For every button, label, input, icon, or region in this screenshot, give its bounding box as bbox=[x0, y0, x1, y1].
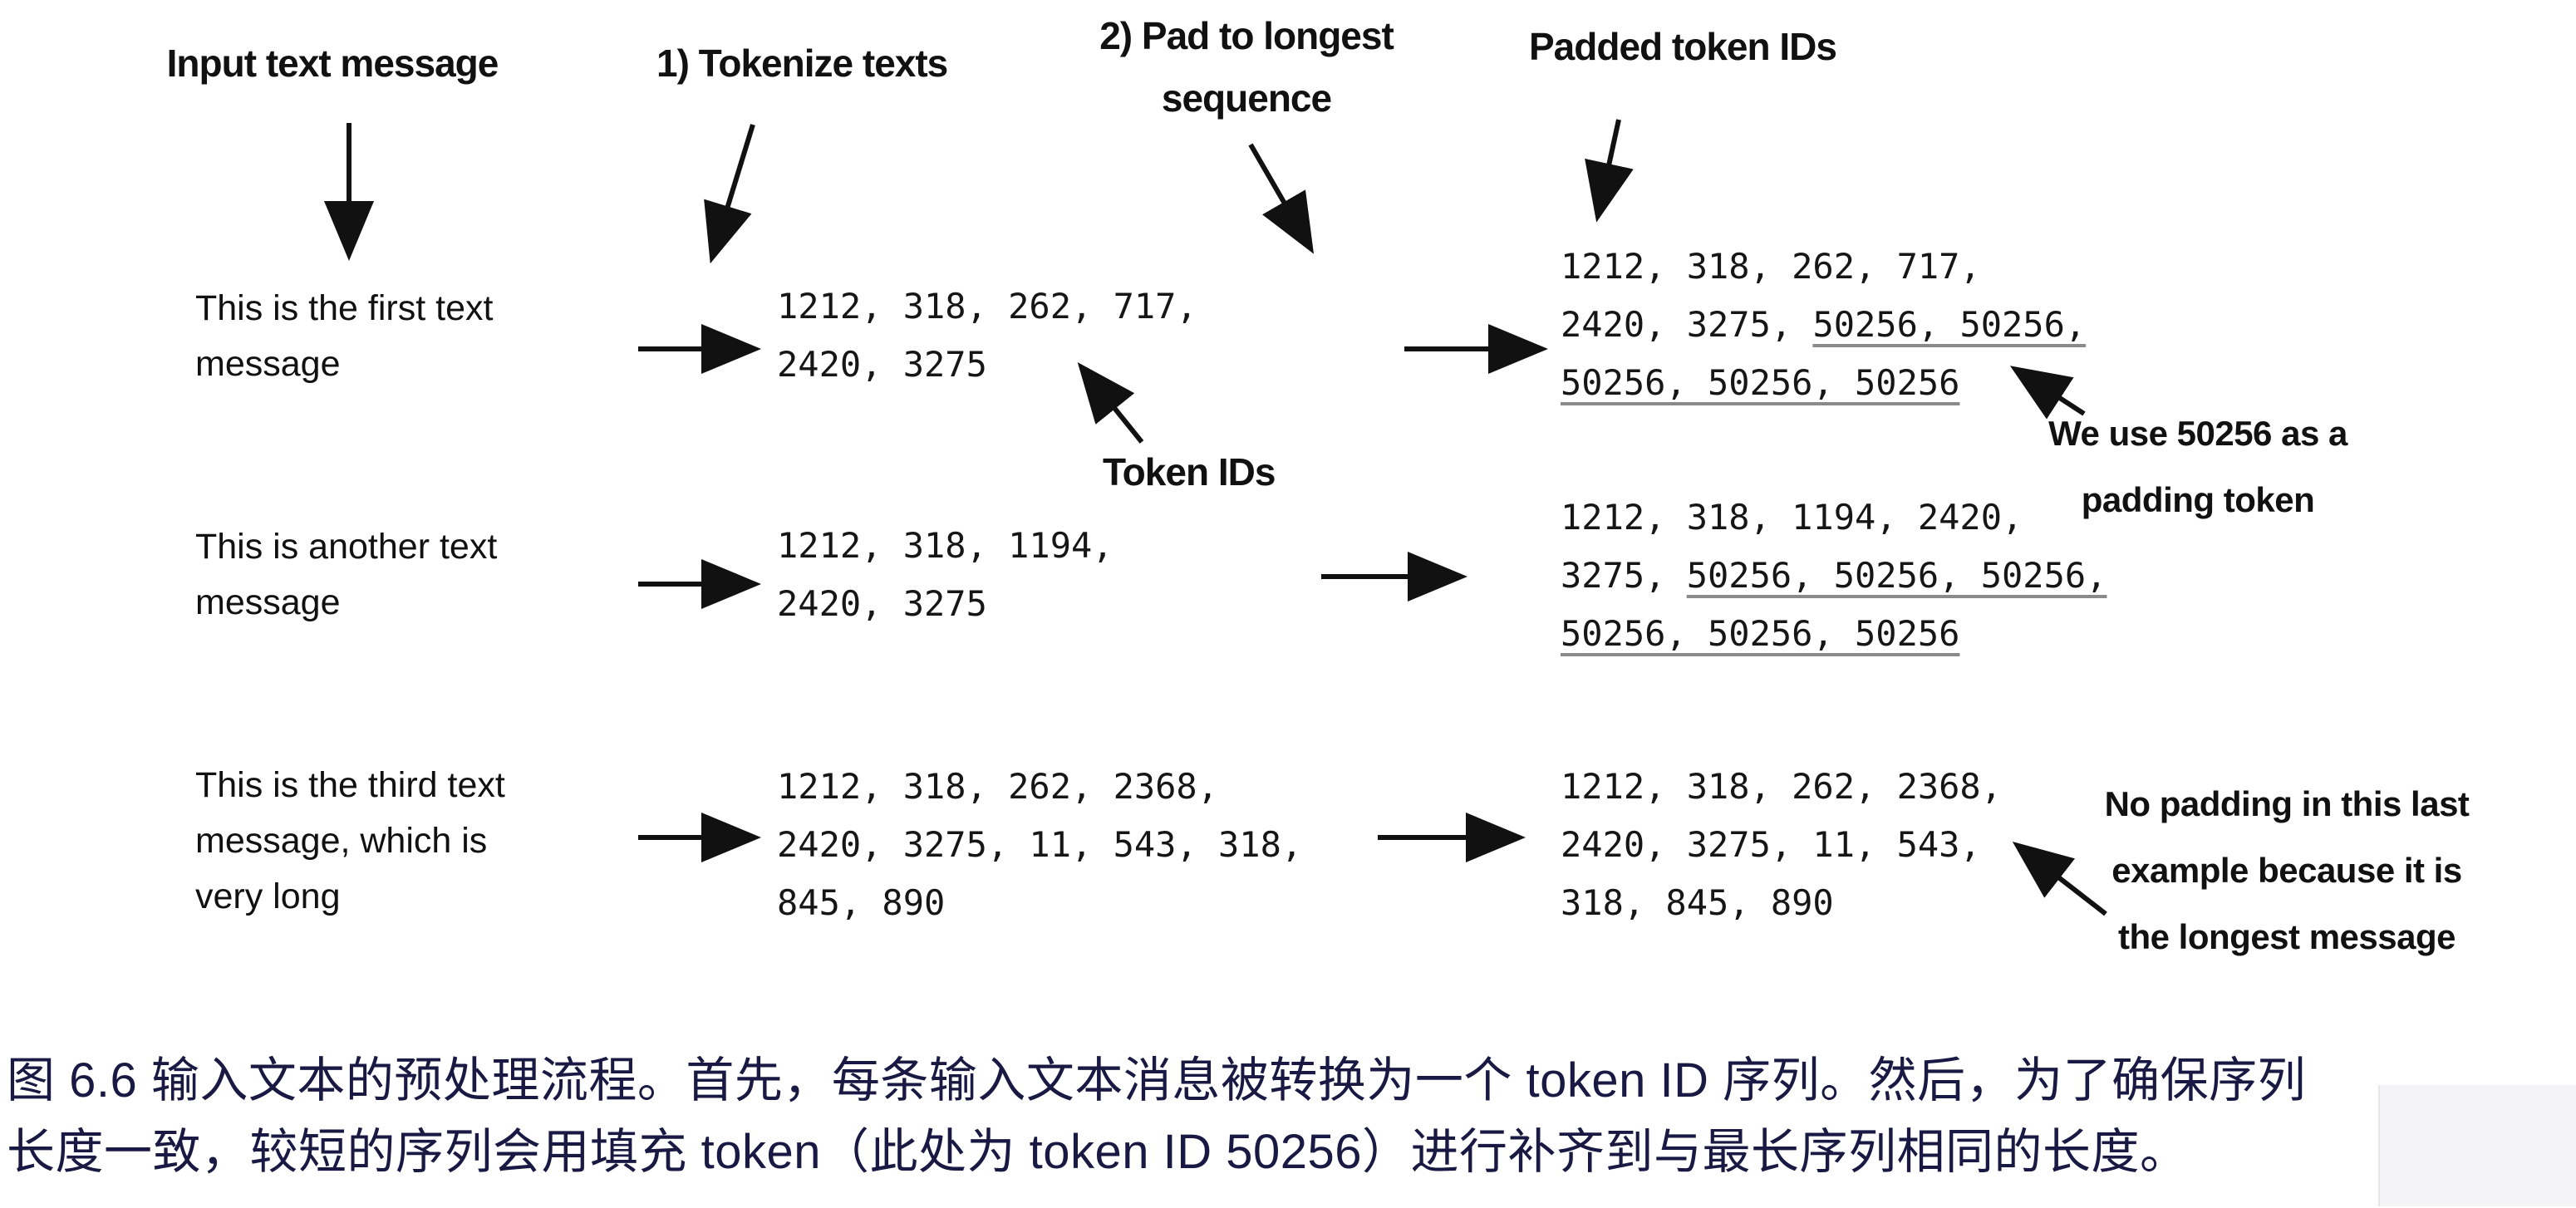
token-ids-1-line-1: 1212, 318, 262, 717, bbox=[777, 286, 1197, 327]
message-2-line-1: This is another text bbox=[195, 527, 498, 567]
message-3-line-2: message, which is bbox=[195, 821, 488, 861]
padded-2-line-3-underlined: 50256, 50256, 50256 bbox=[1561, 613, 1960, 654]
header-tokenize-texts: 1) Tokenize texts bbox=[656, 42, 948, 85]
figure-caption-line-1: 图 6.6 输入文本的预处理流程。首先，每条输入文本消息被转换为一个 token… bbox=[7, 1053, 2307, 1107]
annotation-no-padding-line-3: the longest message bbox=[2118, 917, 2456, 956]
padded-token-ids-block-1: 1212, 318, 262, 717, 2420, 3275, 50256, … bbox=[1561, 238, 2086, 412]
message-1-line-1: This is the first text bbox=[195, 288, 494, 328]
padded-3-line-2: 2420, 3275, 11, 543, bbox=[1561, 816, 2002, 874]
token-ids-3-line-1: 1212, 318, 262, 2368, bbox=[777, 766, 1219, 807]
message-block-1: This is the first text message bbox=[195, 281, 493, 392]
padded-2-line-1: 1212, 318, 1194, 2420, bbox=[1561, 489, 2107, 547]
padded-2-line-2-underlined: 50256, 50256, 50256, bbox=[1686, 555, 2107, 596]
annotation-padding-token-line-1: We use 50256 as a bbox=[2048, 414, 2347, 453]
arrow-paddedids-label-to-padded1 bbox=[1585, 119, 1634, 223]
message-block-2: This is another text message bbox=[195, 519, 497, 631]
message-3-line-3: very long bbox=[195, 877, 341, 916]
token-ids-block-1: 1212, 318, 262, 717, 2420, 3275 bbox=[777, 277, 1197, 394]
padded-3-line-1: 1212, 318, 262, 2368, bbox=[1561, 758, 2002, 816]
arrow-nopaddingnote-to-padded3 bbox=[2012, 841, 2107, 916]
token-ids-1-line-2: 2420, 3275 bbox=[777, 344, 987, 385]
arrow-pad-label-to-padded1 bbox=[1248, 143, 1315, 254]
annotation-padding-token-line-2: padding token bbox=[2081, 480, 2315, 519]
padded-3-line-1-plain: 1212, 318, 262, 2368, bbox=[1561, 766, 2003, 807]
padded-2-line-2-plain: 3275, bbox=[1561, 555, 1687, 596]
padded-1-line-3: 50256, 50256, 50256 bbox=[1561, 354, 2086, 412]
padded-1-line-2: 2420, 3275, 50256, 50256, bbox=[1561, 296, 2086, 354]
message-2-line-2: message bbox=[195, 582, 341, 622]
padded-3-line-3: 318, 845, 890 bbox=[1561, 874, 2002, 932]
figure-caption: 图 6.6 输入文本的预处理流程。首先，每条输入文本消息被转换为一个 token… bbox=[7, 1045, 2306, 1188]
header-input-text-message: Input text message bbox=[166, 42, 499, 85]
token-ids-2-line-2: 2420, 3275 bbox=[777, 583, 987, 624]
token-ids-block-3: 1212, 318, 262, 2368, 2420, 3275, 11, 54… bbox=[777, 758, 1302, 932]
annotation-no-padding: No padding in this last example because … bbox=[2105, 771, 2470, 970]
padded-2-line-2: 3275, 50256, 50256, 50256, bbox=[1561, 547, 2107, 605]
annotation-no-padding-line-1: No padding in this last bbox=[2104, 784, 2470, 823]
annotation-padding-token: We use 50256 as a padding token bbox=[2048, 400, 2347, 533]
header-pad-to-longest-line2: sequence bbox=[1161, 76, 1332, 120]
arrow-tokenize-label-to-tokens1 bbox=[704, 124, 755, 264]
figure-caption-line-2: 长度一致，较短的序列会用填充 token（此处为 token ID 50256）… bbox=[7, 1125, 2189, 1179]
token-ids-3-line-3: 845, 890 bbox=[777, 882, 946, 923]
padded-3-line-3-plain: 318, 845, 890 bbox=[1561, 882, 1834, 923]
padded-1-line-2-underlined: 50256, 50256, bbox=[1812, 304, 2087, 345]
header-pad-to-longest-line1: 2) Pad to longest bbox=[1099, 14, 1394, 57]
padded-3-line-2-plain: 2420, 3275, 11, 543, bbox=[1561, 824, 1981, 865]
padded-2-line-1-plain: 1212, 318, 1194, 2420, bbox=[1561, 497, 2023, 538]
watermark-artifact bbox=[2378, 1085, 2576, 1206]
token-ids-2-line-1: 1212, 318, 1194, bbox=[777, 525, 1113, 566]
padded-1-line-2-plain: 2420, 3275, bbox=[1561, 304, 1813, 345]
padded-token-ids-block-2: 1212, 318, 1194, 2420, 3275, 50256, 5025… bbox=[1561, 489, 2107, 663]
annotation-no-padding-line-2: example because it is bbox=[2111, 851, 2462, 890]
label-token-ids: Token IDs bbox=[1103, 450, 1276, 494]
padded-2-line-3: 50256, 50256, 50256 bbox=[1561, 605, 2107, 663]
header-padded-token-ids: Padded token IDs bbox=[1529, 25, 1837, 68]
padded-token-ids-block-3: 1212, 318, 262, 2368, 2420, 3275, 11, 54… bbox=[1561, 758, 2002, 932]
message-3-line-1: This is the third text bbox=[195, 765, 505, 805]
padded-1-line-1: 1212, 318, 262, 717, bbox=[1561, 238, 2086, 296]
message-block-3: This is the third text message, which is… bbox=[195, 758, 505, 925]
token-ids-block-2: 1212, 318, 1194, 2420, 3275 bbox=[777, 517, 1113, 633]
padded-1-line-1-plain: 1212, 318, 262, 717, bbox=[1561, 246, 1981, 287]
message-1-line-2: message bbox=[195, 344, 341, 384]
padded-1-line-3-underlined: 50256, 50256, 50256 bbox=[1561, 362, 1960, 403]
token-ids-3-line-2: 2420, 3275, 11, 543, 318, bbox=[777, 824, 1303, 865]
